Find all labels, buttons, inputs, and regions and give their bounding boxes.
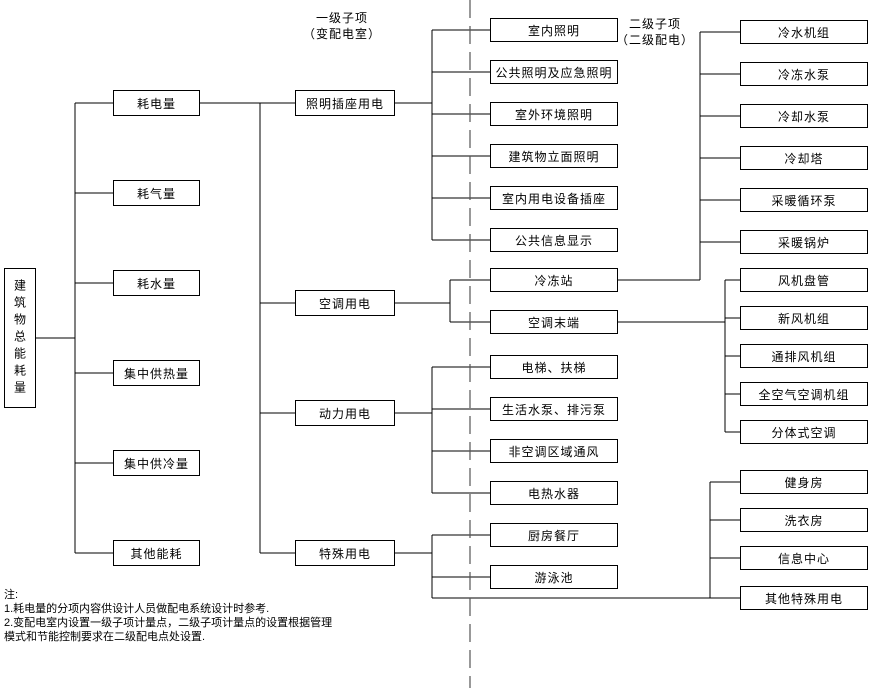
node-facade-lighting: 建筑物立面照明: [490, 144, 618, 168]
node-fresh-air-unit: 新风机组: [740, 306, 868, 330]
node-kitchen-dining: 厨房餐厅: [490, 523, 618, 547]
node-electric-water-heater: 电热水器: [490, 481, 618, 505]
node-indoor-equipment-socket: 室内用电设备插座: [490, 186, 618, 210]
solid-connectors: [36, 29, 740, 599]
node-central-heating: 集中供热量: [113, 360, 200, 386]
node-power-consumption: 耗电量: [113, 90, 200, 116]
node-nonac-area-ventilation: 非空调区域通风: [490, 439, 618, 463]
notes-line3: 模式和节能控制要求在二级配电点处设置.: [4, 631, 206, 643]
node-chiller-unit: 冷水机组: [740, 20, 868, 44]
notes-line1: 1.耗电量的分项内容供设计人员做配电系统设计时参考.: [4, 603, 270, 615]
node-lighting-socket-power: 照明插座用电: [295, 90, 395, 116]
node-elevators-escalators: 电梯、扶梯: [490, 355, 618, 379]
node-split-ac: 分体式空调: [740, 420, 868, 444]
node-ac-terminal: 空调末端: [490, 310, 618, 334]
notes-title: 注:: [4, 589, 19, 601]
node-water-sewage-pumps: 生活水泵、排污泵: [490, 397, 618, 421]
node-cooling-water-pump: 冷却水泵: [740, 104, 868, 128]
node-info-center: 信息中心: [740, 546, 868, 570]
notes: 注: 1.耗电量的分项内容供设计人员做配电系统设计时参考. 2.变配电室内设置一…: [4, 588, 424, 644]
node-gas-consumption: 耗气量: [113, 180, 200, 206]
node-heating-boiler: 采暖锅炉: [740, 230, 868, 254]
notes-line2: 2.变配电室内设置一级子项计量点，二级子项计量点的设置根据管理: [4, 617, 333, 629]
node-ventilation-exhaust-unit: 通排风机组: [740, 344, 868, 368]
label-primary-subitems: 一级子项 （变配电室）: [302, 11, 381, 41]
node-chilled-water-pump: 冷冻水泵: [740, 62, 868, 86]
node-all-air-ahu: 全空气空调机组: [740, 382, 868, 406]
node-fan-coil: 风机盘管: [740, 268, 868, 292]
node-special-power: 特殊用电: [295, 540, 395, 566]
node-heating-circulation-pump: 采暖循环泵: [740, 188, 868, 212]
node-central-cooling: 集中供冷量: [113, 450, 200, 476]
node-public-emergency-lighting: 公共照明及应急照明: [490, 60, 618, 84]
node-laundry: 洗衣房: [740, 508, 868, 532]
node-public-info-display: 公共信息显示: [490, 228, 618, 252]
node-other-energy: 其他能耗: [113, 540, 200, 566]
node-building-total-energy: 建筑物总能耗量: [4, 268, 36, 408]
node-hvac-power: 空调用电: [295, 290, 395, 316]
node-motive-power: 动力用电: [295, 400, 395, 426]
node-other-special-power: 其他特殊用电: [740, 586, 868, 610]
node-water-consumption: 耗水量: [113, 270, 200, 296]
node-indoor-lighting: 室内照明: [490, 18, 618, 42]
node-refrigeration-station: 冷冻站: [490, 268, 618, 292]
node-outdoor-lighting: 室外环境照明: [490, 102, 618, 126]
node-building-total-energy-label: 建筑物总能耗量: [12, 278, 27, 398]
node-gym: 健身房: [740, 470, 868, 494]
label-secondary-subitems: 二级子项 （二级配电）: [615, 17, 694, 47]
node-swimming-pool: 游泳池: [490, 565, 618, 589]
node-cooling-tower: 冷却塔: [740, 146, 868, 170]
